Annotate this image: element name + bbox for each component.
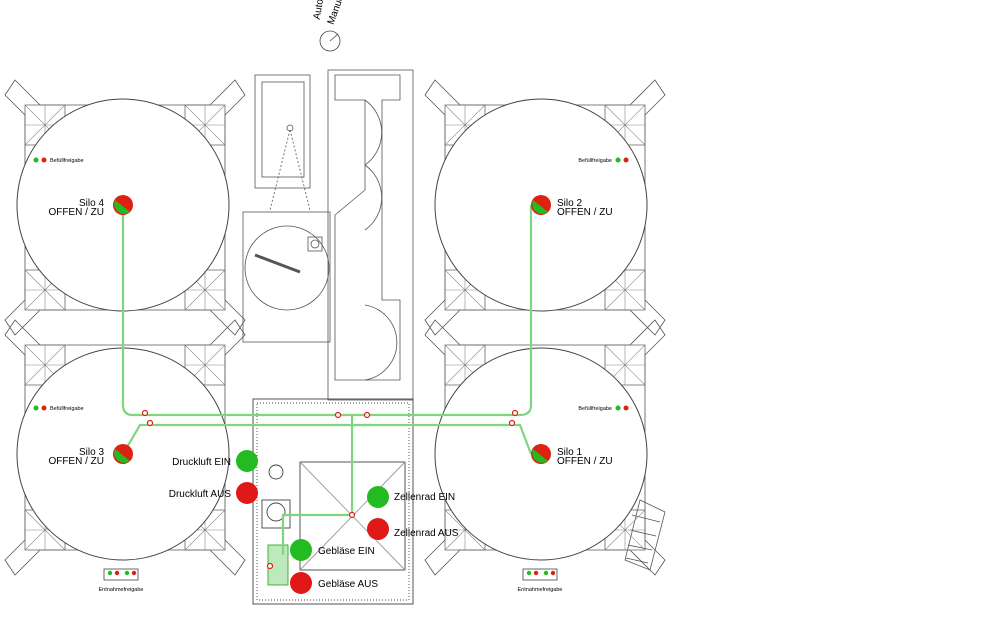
silo-1-release-led-on bbox=[615, 405, 621, 411]
compressed-air-on-button[interactable] bbox=[236, 450, 258, 472]
rotary-valve-off-label: Zellenrad AUS bbox=[394, 528, 459, 539]
center-machinery bbox=[242, 69, 414, 401]
silo-2-valve[interactable] bbox=[531, 195, 551, 215]
silo-2-release-led-off bbox=[623, 157, 629, 163]
silo-3-release-label: Befüllfreigabe bbox=[50, 406, 84, 412]
silo-2-name: Silo 2 bbox=[557, 198, 582, 209]
silo-3-release-led-on bbox=[33, 405, 39, 411]
silo-1-state: OFFEN / ZU bbox=[557, 456, 613, 467]
rotary-valve-off-button[interactable] bbox=[367, 518, 389, 540]
mixer-housing bbox=[242, 211, 331, 343]
silo-1-name: Silo 1 bbox=[557, 447, 582, 458]
withdrawal-panel-left: Entnahmefreigabe bbox=[99, 568, 144, 593]
silo-3-valve[interactable] bbox=[113, 444, 133, 464]
silo-3-name: Silo 3 bbox=[79, 447, 104, 458]
silo-1-release-label: Befüllfreigabe bbox=[578, 406, 612, 412]
blower-off-button[interactable] bbox=[290, 572, 312, 594]
silo-circles bbox=[16, 98, 648, 561]
conveyor-tower bbox=[327, 69, 414, 401]
silo-4-release-led-on bbox=[33, 157, 39, 163]
rotary-valve-on-button[interactable] bbox=[367, 486, 389, 508]
silo-1-release-led-off bbox=[623, 405, 629, 411]
silo-4-release-label: Befüllfreigabe bbox=[50, 158, 84, 164]
blower-off-label: Gebläse AUS bbox=[318, 579, 378, 590]
pipe-junctions bbox=[141, 409, 519, 570]
pneumatic-piping bbox=[121, 205, 533, 555]
silo-2-release-led-on bbox=[615, 157, 621, 163]
silo-2-release-label: Befüllfreigabe bbox=[578, 158, 612, 164]
compressed-air-on-label: Druckluft EIN bbox=[172, 457, 231, 468]
rotary-valve-on-label: Zellenrad EIN bbox=[394, 492, 455, 503]
mode-switch[interactable]: Auto Manuell bbox=[312, 0, 348, 52]
mode-manual-label: Manuell bbox=[326, 0, 348, 26]
silo-4-valve[interactable] bbox=[113, 195, 133, 215]
silo-3-state: OFFEN / ZU bbox=[48, 456, 104, 467]
silo-3-release-led-off bbox=[41, 405, 47, 411]
blower-on-label: Gebläse EIN bbox=[318, 546, 375, 557]
withdrawal-label-right: Entnahmefreigabe bbox=[518, 587, 563, 593]
mode-auto-label: Auto bbox=[312, 0, 326, 20]
withdrawal-label-left: Entnahmefreigabe bbox=[99, 587, 144, 593]
silo-2-state: OFFEN / ZU bbox=[557, 207, 613, 218]
blower-on-button[interactable] bbox=[290, 539, 312, 561]
silo-1-valve[interactable] bbox=[531, 444, 551, 464]
compressed-air-off-button[interactable] bbox=[236, 482, 258, 504]
hopper-unit bbox=[254, 74, 311, 189]
silo-4-name: Silo 4 bbox=[79, 198, 104, 209]
compressed-air-off-label: Druckluft AUS bbox=[169, 489, 232, 500]
silo-4-release-led-off bbox=[41, 157, 47, 163]
withdrawal-panel-right: Entnahmefreigabe bbox=[518, 568, 563, 593]
silo-4-state: OFFEN / ZU bbox=[48, 207, 104, 218]
control-room bbox=[252, 398, 414, 605]
